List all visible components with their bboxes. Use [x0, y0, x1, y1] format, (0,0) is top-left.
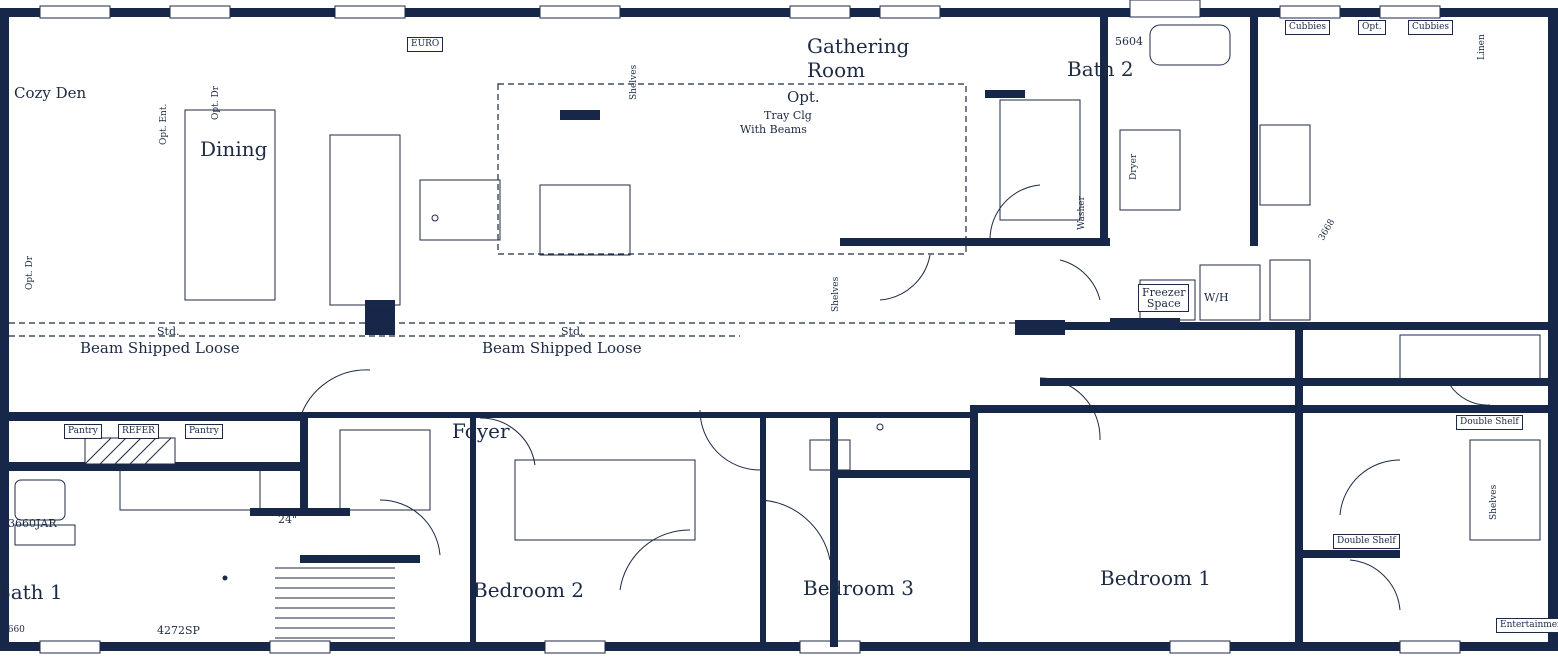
size-3882: 3882	[334, 553, 362, 566]
size-4272sp: 4272SP	[157, 624, 200, 637]
shelves-label-bath: Shelves	[1489, 484, 1499, 520]
light-fixture	[222, 575, 228, 581]
linen-label: Linen	[1477, 34, 1487, 60]
cubbies-opt: Opt.	[1358, 20, 1386, 35]
water-heater: W/H	[1204, 291, 1229, 304]
double-shelf-top: Double Shelf	[1456, 415, 1523, 430]
note-opt: Opt.	[787, 88, 820, 106]
room-bedroom-1: Bedroom 1	[1100, 566, 1212, 590]
room-cozy-den: Cozy Den	[14, 84, 87, 102]
room-bath-2: Bath 2	[1067, 57, 1134, 81]
light-fixture	[431, 214, 439, 222]
cubbies-left: Cubbies	[1285, 20, 1331, 35]
refer-label: REFER	[118, 424, 159, 439]
note-beam-shipped-loose-2: Beam Shipped Loose	[482, 339, 642, 357]
pantry-right: Pantry	[185, 424, 223, 439]
interior-walls	[0, 16, 1558, 648]
shelves-label-pantry: Shelves	[831, 276, 841, 312]
entertainment-center: Entertainment	[1496, 618, 1558, 633]
size-3660: 3660	[2, 625, 25, 635]
room-bedroom-2: Bedroom 2	[473, 578, 585, 602]
size-24: 24"	[278, 513, 298, 526]
washer-label: Washer	[1077, 196, 1087, 230]
room-gathering: Gathering Room	[807, 34, 910, 82]
note-std-2: Std.	[561, 325, 584, 338]
double-shelf-bottom: Double Shelf	[1333, 534, 1400, 549]
size-5604: 5604	[1115, 35, 1143, 48]
pantry-left: Pantry	[64, 424, 102, 439]
room-dining: Dining	[200, 137, 268, 161]
room-bath-1: Bath 1	[0, 580, 63, 604]
cubbies-right: Cubbies	[1408, 20, 1454, 35]
shelves-label-kitchen: Shelves	[629, 64, 639, 100]
size-3660jar: 3660JAR	[8, 517, 57, 530]
note-std-1: Std.	[157, 325, 180, 338]
note-beam-shipped-loose-1: Beam Shipped Loose	[80, 339, 240, 357]
light-fixture	[876, 423, 884, 431]
euro-label: EURO	[407, 37, 444, 52]
beam-lines	[9, 83, 1060, 337]
room-bedroom-3: Bedroom 3	[803, 576, 915, 600]
room-foyer: Foyer	[452, 419, 510, 443]
note-with-beams: With Beams	[740, 123, 807, 136]
entry-stairs	[275, 567, 395, 639]
door-swings	[299, 184, 1491, 611]
refer-hatch	[84, 437, 176, 465]
opt-dr-label-top: Opt. Dr	[211, 86, 221, 120]
windows	[39, 0, 1461, 654]
opt-ent-label: Opt. Ent.	[159, 103, 169, 145]
opt-dr-label-left: Opt. Dr	[25, 256, 35, 290]
note-tray-clg: Tray Clg	[764, 109, 812, 122]
dryer-label: Dryer	[1129, 153, 1139, 180]
freezer-space: Freezer Space	[1138, 284, 1190, 312]
fixtures	[14, 24, 1541, 546]
